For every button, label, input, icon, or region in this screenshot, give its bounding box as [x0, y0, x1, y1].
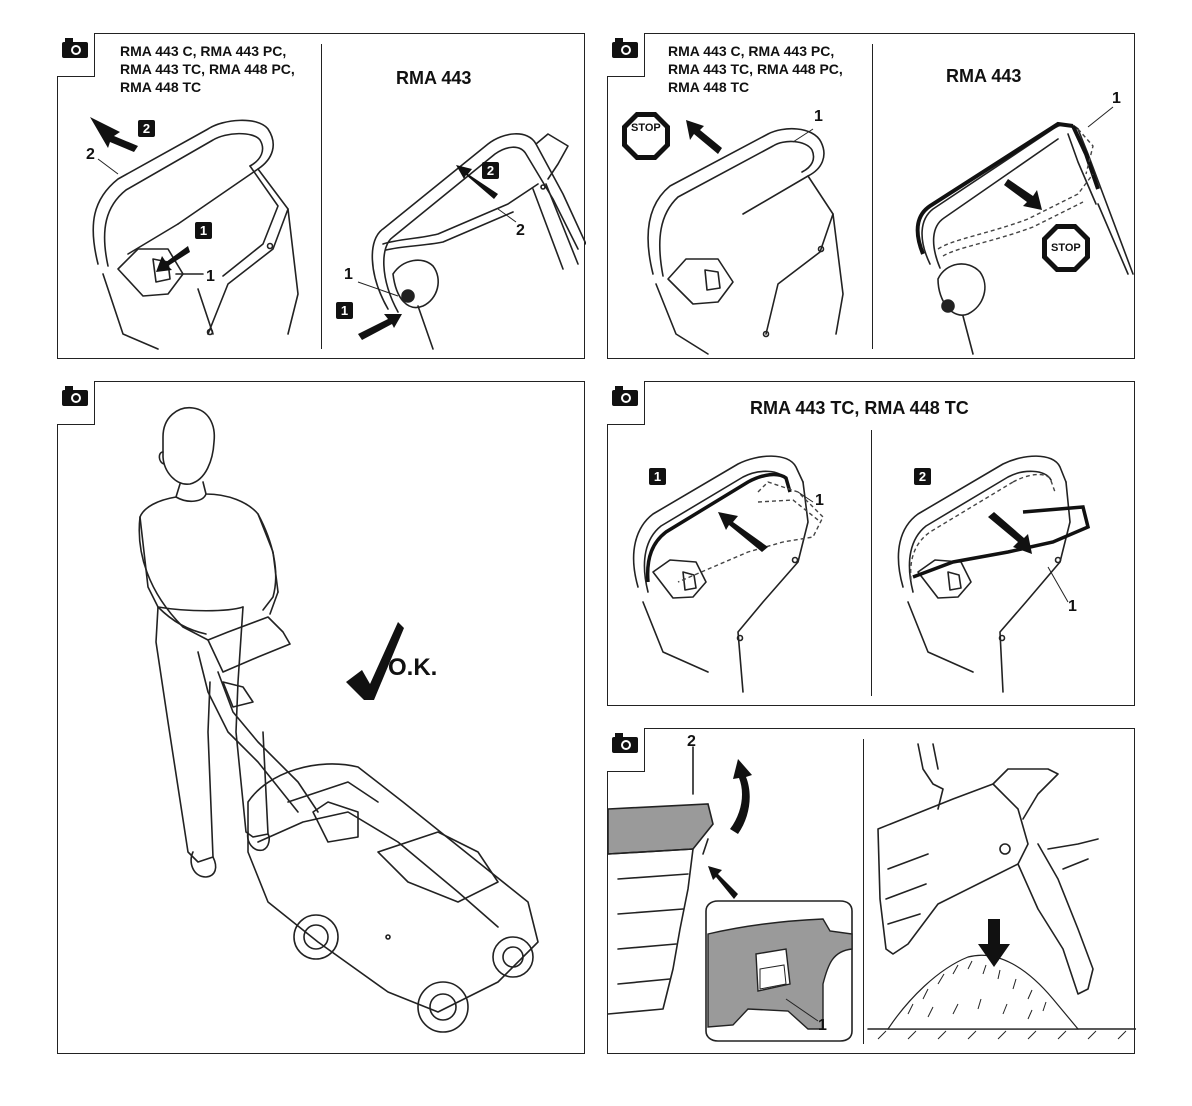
ok-label: O.K. [388, 654, 437, 682]
step-badge: 1 [195, 222, 212, 239]
callout-number: 1 [815, 492, 824, 510]
callout-number: 1 [1068, 598, 1077, 616]
callout-number: 1 [1112, 90, 1121, 108]
callout-number: 1 [344, 266, 353, 284]
operator-with-mower-illustration [58, 382, 586, 1055]
step-badge: 2 [482, 162, 499, 179]
stop-sign-label: STOP [631, 122, 661, 134]
stop-sign-label: STOP [1051, 242, 1081, 254]
callout-number: 2 [516, 222, 525, 240]
lever-adjust-illustration [608, 382, 1136, 707]
stop-lever-illustration [608, 34, 1136, 360]
instruction-panel-handle-fold: RMA 443 C, RMA 443 PC, RMA 443 TC, RMA 4… [57, 33, 585, 359]
instruction-panel-lever-adjust: RMA 443 TC, RMA 448 TC 1 2 [607, 381, 1135, 706]
instruction-panel-grass-bag-empty: 2 1 [607, 728, 1135, 1054]
step-badge: 2 [138, 120, 155, 137]
grass-bag-illustration [608, 729, 1136, 1055]
callout-number: 2 [687, 733, 696, 751]
step-badge: 1 [336, 302, 353, 319]
handle-fold-illustration [58, 34, 586, 360]
instruction-panel-operating-position: O.K. [57, 381, 585, 1054]
callout-number: 1 [206, 268, 215, 286]
callout-number: 1 [818, 1017, 827, 1035]
instruction-panel-stop-lever: RMA 443 C, RMA 443 PC, RMA 443 TC, RMA 4… [607, 33, 1135, 359]
callout-number: 1 [814, 108, 823, 126]
callout-number: 2 [86, 146, 95, 164]
stop-sign-icon [622, 112, 670, 160]
